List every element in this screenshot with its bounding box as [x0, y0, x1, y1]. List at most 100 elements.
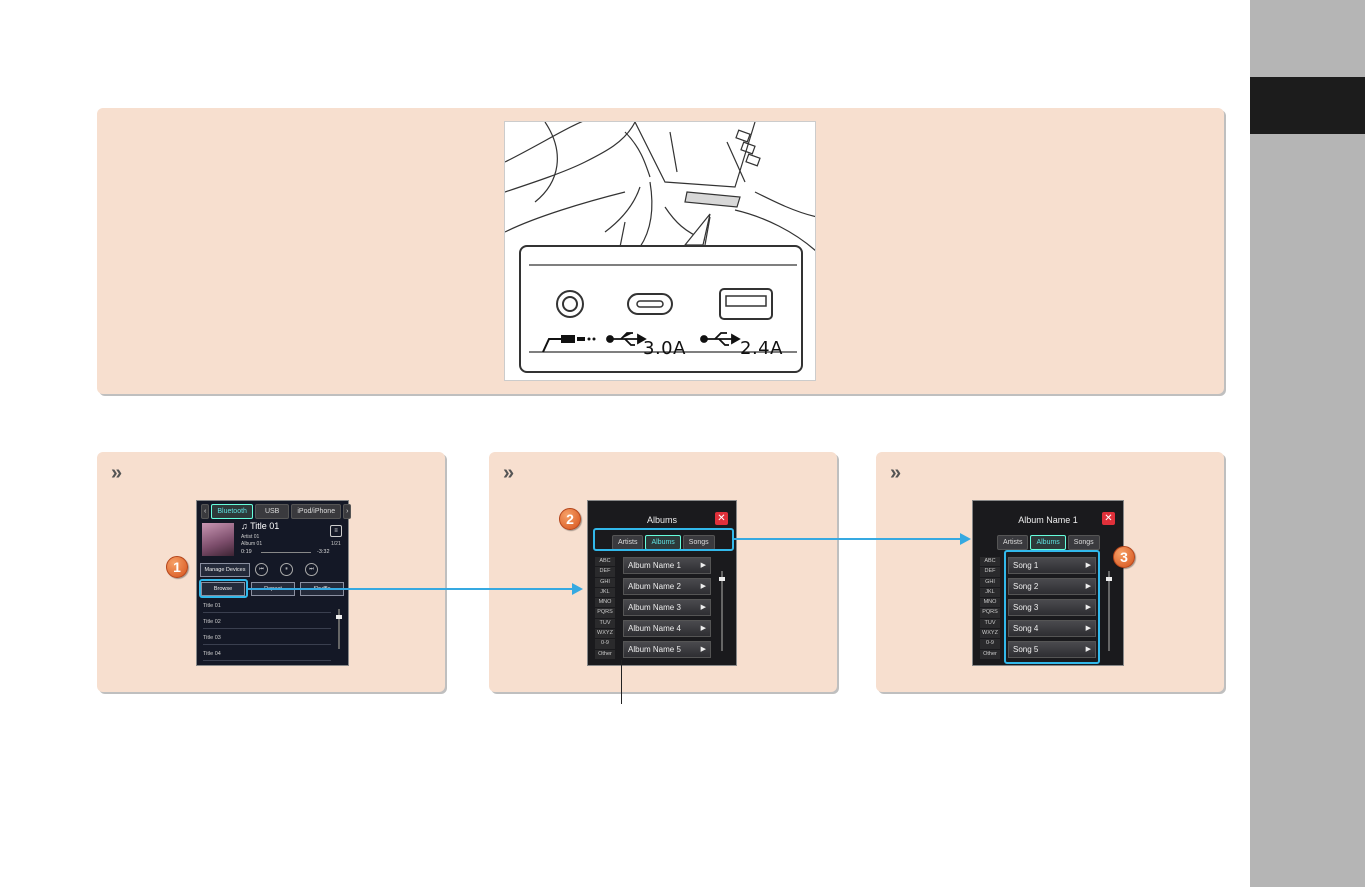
play-arrow-icon: ▶: [1085, 625, 1091, 632]
list-item[interactable]: Album Name 1 ▶: [623, 557, 711, 574]
play-arrow-icon: ▶: [700, 562, 706, 569]
list-scrollbar[interactable]: [336, 609, 342, 649]
tab-albums[interactable]: Albums: [1030, 535, 1066, 550]
alpha-item[interactable]: MNO: [980, 598, 1000, 609]
row-label: Song 3: [1013, 603, 1039, 612]
play-arrow-icon: ▶: [700, 625, 706, 632]
alpha-item[interactable]: Other: [980, 649, 1000, 660]
row-label: Album Name 4: [628, 624, 681, 633]
list-item[interactable]: Song 1▶: [1008, 557, 1096, 574]
tab-prev-icon[interactable]: ‹: [201, 504, 210, 519]
progress-bar[interactable]: [261, 552, 311, 553]
alpha-item[interactable]: WXYZ: [595, 629, 615, 640]
row-label: Song 4: [1013, 624, 1039, 633]
console-drawing: [505, 122, 815, 252]
usb-a-current-label: 2.4A: [740, 338, 783, 359]
list-scrollbar[interactable]: [1106, 571, 1112, 651]
album-name-title: Album Name 1: [1018, 515, 1078, 525]
play-arrow-icon: ▶: [700, 583, 706, 590]
alpha-item[interactable]: 0-9: [980, 639, 1000, 650]
step1-chevron-icon: »: [111, 462, 123, 484]
play-arrow-icon: ▶: [1085, 583, 1091, 590]
source-tabs: ‹ Bluetooth USB iPod/iPhone ›: [201, 504, 352, 519]
tab-bluetooth[interactable]: Bluetooth: [211, 504, 253, 519]
list-item[interactable]: Album Name 5▶: [623, 641, 711, 658]
alpha-item[interactable]: GHI: [980, 577, 1000, 588]
alphabet-index: ABC DEF GHI JKL MNO PQRS TUV WXYZ 0-9 Ot…: [595, 557, 615, 660]
close-icon[interactable]: ✕: [715, 512, 728, 525]
side-strip: [1250, 0, 1365, 887]
track-artist: Artist 01: [241, 534, 260, 540]
alpha-item[interactable]: Other: [595, 649, 615, 660]
scroll-thumb[interactable]: [336, 615, 342, 619]
equalizer-icon[interactable]: ≡: [330, 525, 342, 537]
alpha-item[interactable]: GHI: [595, 577, 615, 588]
track-count: 1/21: [331, 541, 341, 547]
step2-badge: 2: [559, 508, 581, 530]
arrow-1-line: [248, 588, 572, 590]
alpha-item[interactable]: TUV: [595, 618, 615, 630]
list-item[interactable]: Song 3▶: [1008, 599, 1096, 616]
arrow-2-line: [734, 538, 960, 540]
list-scrollbar[interactable]: [719, 571, 725, 651]
list-item[interactable]: Album Name 4 ▶: [623, 620, 711, 637]
play-arrow-icon: ▶: [700, 604, 706, 611]
alpha-item[interactable]: DEF: [980, 567, 1000, 578]
list-item[interactable]: Album Name 3▶: [623, 599, 711, 616]
list-item[interactable]: Song 4 ▶: [1008, 620, 1096, 637]
row-label: Song 5: [1013, 645, 1039, 654]
browse-button[interactable]: Browse: [201, 582, 245, 596]
row-label: Song 1: [1013, 561, 1039, 570]
albums-title: Albums: [646, 515, 677, 525]
songs-highlight: [1004, 550, 1100, 664]
alpha-item[interactable]: JKL: [595, 587, 615, 599]
list-item[interactable]: Title 02: [203, 616, 331, 629]
alpha-item[interactable]: DEF: [595, 567, 615, 578]
browse-highlight: [199, 579, 248, 598]
alpha-item[interactable]: WXYZ: [980, 629, 1000, 640]
callout-line: [621, 660, 622, 704]
console-illustration: 3.0A 2.4A: [504, 121, 816, 381]
usb-c-current-label: 3.0A: [643, 338, 686, 359]
ports-drawing: [529, 264, 797, 353]
albums-screen: Albums ✕ Artists Albums Songs ABC DEF GH…: [587, 500, 737, 666]
row-label: Album Name 1: [628, 561, 681, 570]
tab-ipod[interactable]: iPod/iPhone: [291, 504, 342, 519]
list-item[interactable]: Title 01: [203, 600, 331, 613]
alpha-item[interactable]: PQRS: [595, 608, 615, 619]
alpha-item[interactable]: TUV: [980, 618, 1000, 630]
alpha-item[interactable]: MNO: [595, 598, 615, 609]
scroll-thumb[interactable]: [719, 577, 725, 581]
albums-list: Album Name 1 ▶ Album Name 2 ▶ Album Name 3…: [623, 557, 711, 662]
list-item[interactable]: Title 03: [203, 632, 331, 645]
tab-songs[interactable]: Songs: [1067, 535, 1100, 550]
step3-badge: 3: [1113, 546, 1135, 568]
close-icon[interactable]: ✕: [1102, 512, 1115, 525]
pause-icon[interactable]: ⏸: [280, 563, 293, 576]
tab-next-icon[interactable]: ›: [343, 504, 352, 519]
list-item[interactable]: Song 5▶: [1008, 641, 1096, 658]
alpha-item[interactable]: ABC: [595, 557, 615, 568]
row-label: Song 2: [1013, 582, 1039, 591]
elapsed-time: 0:19: [241, 549, 252, 555]
alpha-item[interactable]: ABC: [980, 557, 1000, 568]
list-item[interactable]: Title 04: [203, 648, 331, 661]
category-tabs: Artists Albums Songs: [612, 535, 715, 550]
alpha-item[interactable]: PQRS: [980, 608, 1000, 619]
alpha-item[interactable]: 0-9: [595, 639, 615, 650]
list-item[interactable]: Album Name 2 ▶: [623, 578, 711, 595]
scroll-thumb[interactable]: [1106, 577, 1112, 581]
tab-artists[interactable]: Artists: [997, 535, 1029, 550]
next-track-icon[interactable]: ⏭: [305, 563, 318, 576]
manage-devices-button[interactable]: Manage Devices: [200, 563, 250, 577]
category-tabs: Artists Albums Songs: [997, 535, 1100, 550]
media-player-screen: ‹ Bluetooth USB iPod/iPhone › ♫ Title 01…: [196, 500, 352, 666]
list-item[interactable]: Song 2 ▶: [1008, 578, 1096, 595]
tab-usb[interactable]: USB: [254, 504, 290, 519]
row-label: Album Name 2: [628, 582, 681, 591]
alphabet-index: ABC DEF GHI JKL MNO PQRS TUV WXYZ 0-9 Ot…: [980, 557, 1000, 660]
alpha-item[interactable]: JKL: [980, 587, 1000, 599]
row-label: Album Name 5: [628, 645, 681, 654]
chapter-tab: [1250, 77, 1365, 134]
previous-track-icon[interactable]: ⏮: [255, 563, 268, 576]
